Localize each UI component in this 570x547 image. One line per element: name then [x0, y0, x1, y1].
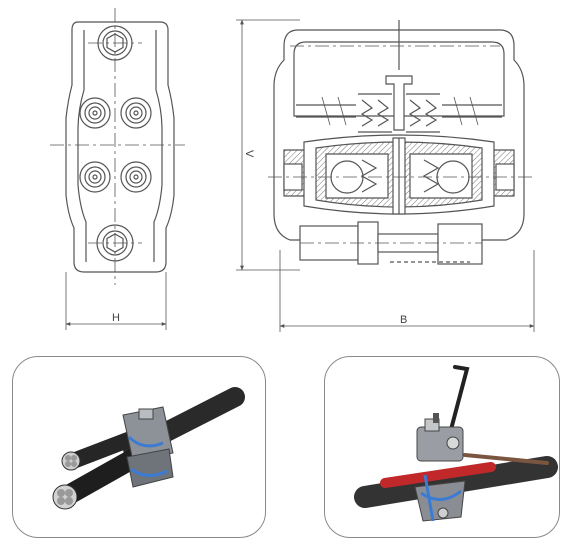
installed-clamp-image	[52, 387, 245, 510]
clamp-with-tool-image	[354, 365, 558, 522]
clamp-body	[122, 406, 174, 488]
photo-panel-installed	[12, 356, 266, 538]
spring-left	[358, 93, 392, 133]
front-center-lines	[50, 8, 185, 285]
connector-ring-1	[79, 97, 111, 129]
front-view	[50, 8, 185, 330]
cable-end-upper	[61, 451, 81, 471]
side-view	[236, 19, 535, 332]
v-dimension-label: V	[243, 150, 255, 158]
connector-ring-4	[120, 161, 152, 193]
cable-end-lower	[52, 484, 78, 510]
connector-ring-3	[79, 161, 111, 193]
h-dimension-label: H	[112, 312, 120, 324]
clamp-bottom	[414, 474, 466, 522]
lower-bolt-assembly	[299, 221, 483, 265]
photo-panel-tool	[324, 356, 560, 538]
clamp-top	[416, 413, 464, 462]
connector-ring-2	[120, 97, 152, 129]
spring-right	[406, 93, 440, 133]
b-dimension-label: B	[400, 314, 407, 326]
